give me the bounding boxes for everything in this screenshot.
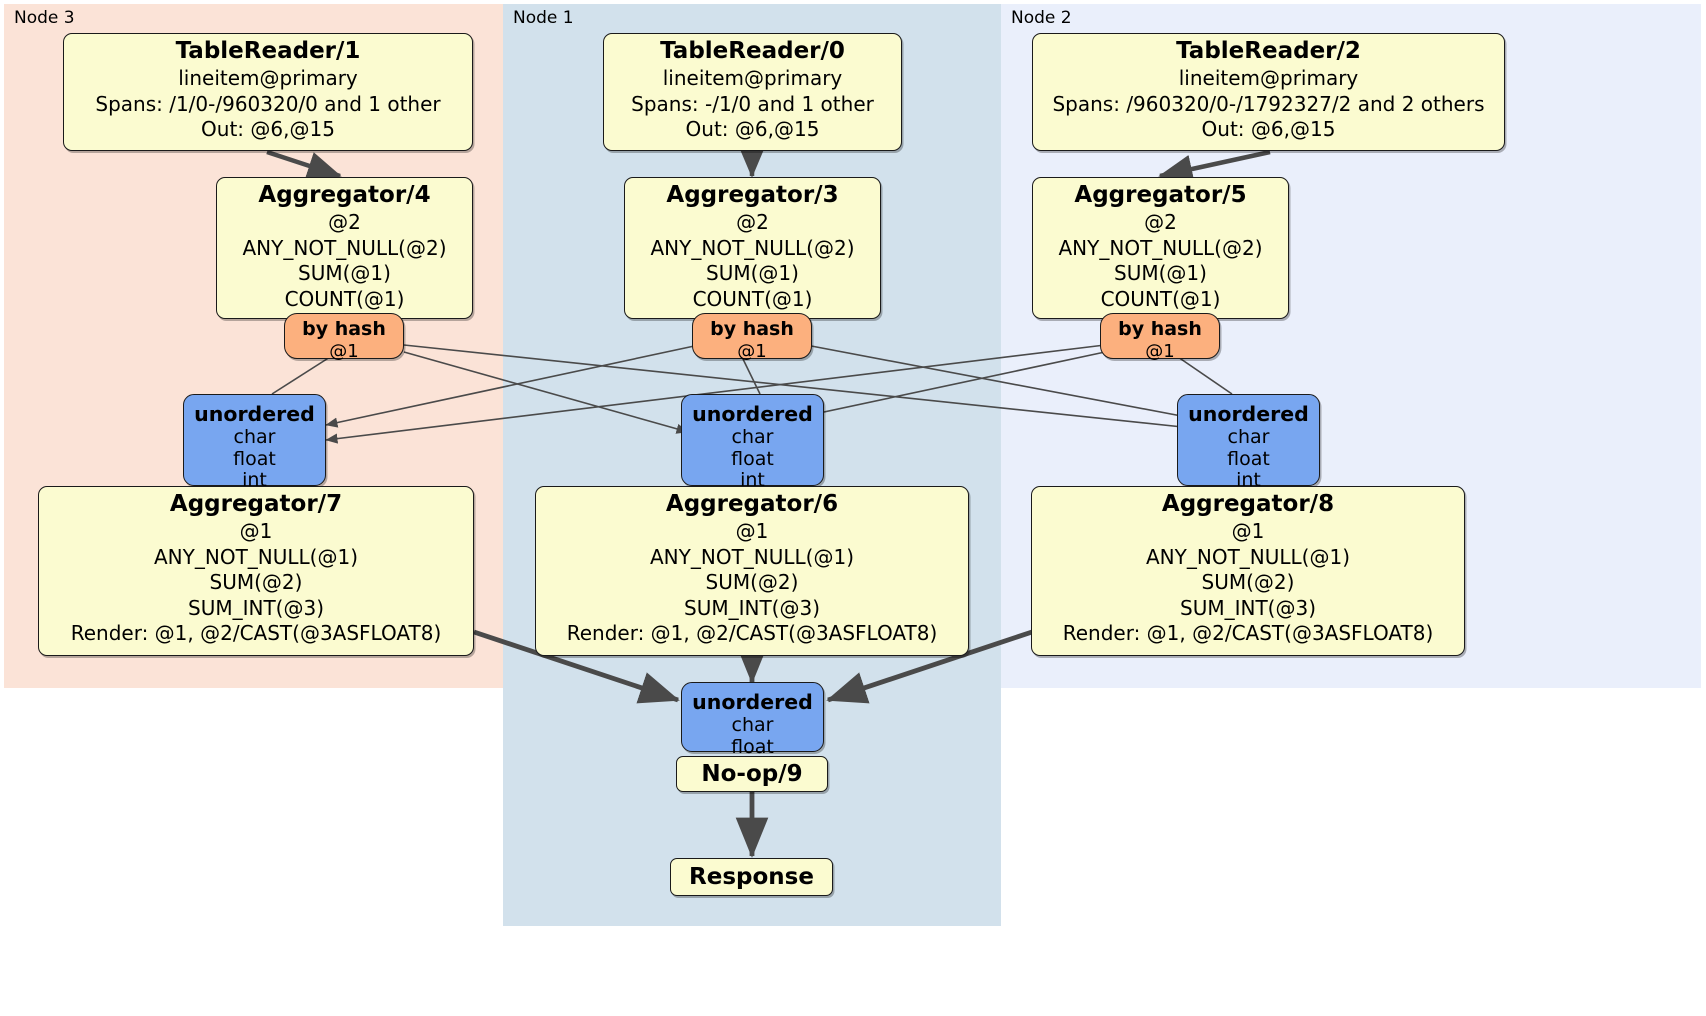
processor-tablereader-1[interactable]: TableReader/1 lineitem@primary Spans: /1…: [63, 33, 473, 151]
processor-title: TableReader/1: [175, 38, 361, 64]
router-line: @1: [329, 341, 359, 362]
router-line: @1: [1145, 341, 1175, 362]
processor-title: Aggregator/5: [1074, 182, 1247, 208]
processor-line: lineitem@primary: [178, 66, 358, 90]
processor-tablereader-2[interactable]: TableReader/2 lineitem@primary Spans: /9…: [1032, 33, 1505, 151]
processor-aggregator-7[interactable]: Aggregator/7 @1 ANY_NOT_NULL(@1) SUM(@2)…: [38, 486, 474, 656]
processor-title: Aggregator/7: [169, 491, 343, 517]
processor-line: Render: @1, @2/CAST(@3ASFLOAT8): [1062, 621, 1434, 645]
router-title: by hash: [1118, 318, 1202, 340]
processor-aggregator-4[interactable]: Aggregator/4 @2 ANY_NOT_NULL(@2) SUM(@1)…: [216, 177, 473, 319]
processor-title: Aggregator/4: [258, 182, 431, 208]
processor-response[interactable]: Response: [670, 858, 833, 896]
stream-unordered-final[interactable]: unordered char float: [681, 682, 824, 757]
router-line: @1: [737, 341, 767, 362]
processor-line: Spans: -/1/0 and 1 other: [631, 91, 874, 116]
node-panel-label-node3: Node 3: [14, 8, 75, 28]
router-by-hash-node2[interactable]: by hash @1: [1100, 313, 1220, 362]
processor-title: Aggregator/6: [665, 491, 839, 517]
processor-title: No-op/9: [701, 761, 803, 787]
processor-line: COUNT(@1): [284, 286, 405, 311]
processor-aggregator-8[interactable]: Aggregator/8 @1 ANY_NOT_NULL(@1) SUM(@2)…: [1031, 486, 1465, 656]
stream-line: float: [233, 447, 276, 470]
processor-line: Out: @6,@15: [685, 117, 820, 141]
stream-title: unordered: [194, 402, 315, 426]
stream-title: unordered: [692, 690, 813, 714]
processor-line: Spans: /960320/0-/1792327/2 and 2 others: [1052, 91, 1485, 116]
processor-line: @1: [1231, 519, 1265, 543]
processor-line: COUNT(@1): [692, 286, 813, 311]
processor-line: SUM_INT(@3): [684, 595, 820, 620]
stream-unordered-node2[interactable]: unordered char float int: [1177, 394, 1320, 491]
processor-line: ANY_NOT_NULL(@2): [242, 235, 447, 260]
processor-line: @2: [736, 210, 769, 234]
stream-line: int: [1236, 469, 1261, 491]
processor-line: Render: @1, @2/CAST(@3ASFLOAT8): [566, 621, 938, 645]
processor-line: SUM(@1): [706, 261, 799, 285]
router-by-hash-node3[interactable]: by hash @1: [284, 313, 404, 362]
stream-line: char: [731, 714, 774, 736]
stream-title: unordered: [1188, 402, 1309, 426]
processor-title: Aggregator/3: [666, 182, 839, 208]
processor-line: ANY_NOT_NULL(@1): [650, 544, 854, 569]
processor-line: @1: [735, 519, 769, 543]
stream-line: char: [1227, 426, 1270, 448]
processor-line: lineitem@primary: [1178, 66, 1359, 90]
processor-line: Render: @1, @2/CAST(@3ASFLOAT8): [70, 621, 442, 645]
processor-line: SUM_INT(@3): [1180, 595, 1316, 620]
processor-line: SUM_INT(@3): [188, 595, 324, 620]
processor-line: SUM(@2): [209, 570, 303, 594]
stream-line: int: [242, 469, 267, 491]
processor-line: Out: @6,@15: [201, 117, 335, 141]
router-by-hash-node1[interactable]: by hash @1: [692, 313, 812, 362]
stream-line: float: [731, 735, 774, 758]
stream-unordered-node3[interactable]: unordered char float int: [183, 394, 326, 491]
stream-title: unordered: [692, 402, 813, 426]
processor-line: SUM(@2): [705, 570, 799, 594]
node-panel-label-node1: Node 1: [513, 8, 574, 28]
processor-line: lineitem@primary: [662, 66, 843, 90]
router-title: by hash: [710, 318, 794, 340]
stream-line: float: [731, 447, 774, 470]
processor-line: @2: [328, 210, 361, 234]
processor-aggregator-3[interactable]: Aggregator/3 @2 ANY_NOT_NULL(@2) SUM(@1)…: [624, 177, 881, 319]
stream-line: char: [233, 426, 276, 448]
processor-tablereader-0[interactable]: TableReader/0 lineitem@primary Spans: -/…: [603, 33, 902, 151]
processor-line: ANY_NOT_NULL(@1): [1146, 544, 1350, 569]
node-panel-label-node2: Node 2: [1011, 8, 1072, 28]
stream-line: char: [731, 426, 774, 448]
processor-line: SUM(@1): [298, 261, 391, 285]
processor-no-op-9[interactable]: No-op/9: [676, 756, 828, 792]
processor-line: SUM(@1): [1114, 261, 1207, 285]
processor-line: @1: [239, 519, 273, 543]
stream-line: int: [740, 469, 765, 491]
processor-line: Spans: /1/0-/960320/0 and 1 other: [95, 91, 441, 116]
router-title: by hash: [302, 318, 386, 340]
processor-line: ANY_NOT_NULL(@2): [1058, 235, 1263, 260]
processor-aggregator-5[interactable]: Aggregator/5 @2 ANY_NOT_NULL(@2) SUM(@1)…: [1032, 177, 1289, 319]
processor-title: Aggregator/8: [1161, 491, 1335, 517]
stream-line: float: [1227, 447, 1270, 470]
processor-title: TableReader/0: [660, 38, 845, 64]
stream-unordered-node1[interactable]: unordered char float int: [681, 394, 824, 491]
processor-line: ANY_NOT_NULL(@2): [650, 235, 855, 260]
processor-line: COUNT(@1): [1100, 286, 1221, 311]
processor-line: Out: @6,@15: [1201, 117, 1336, 141]
processor-title: TableReader/2: [1176, 38, 1361, 64]
processor-title: Response: [689, 864, 814, 890]
processor-aggregator-6[interactable]: Aggregator/6 @1 ANY_NOT_NULL(@1) SUM(@2)…: [535, 486, 969, 656]
processor-line: SUM(@2): [1201, 570, 1295, 594]
processor-line: ANY_NOT_NULL(@1): [154, 544, 358, 569]
processor-line: @2: [1144, 210, 1177, 234]
